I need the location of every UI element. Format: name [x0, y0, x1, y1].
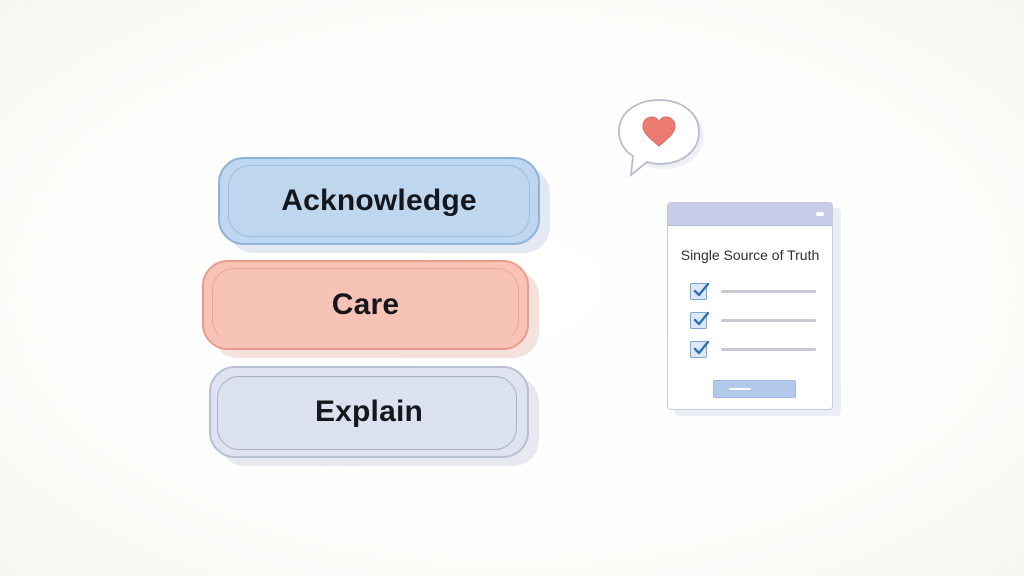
- care-label: Care: [331, 288, 400, 321]
- checklist-item: [690, 340, 820, 361]
- checkbox-checked-icon[interactable]: [690, 311, 710, 329]
- checklist-item: [690, 311, 820, 332]
- speech-bubble: [611, 96, 707, 178]
- acknowledge-button[interactable]: Acknowledge: [218, 157, 550, 253]
- checkbox-checked-icon[interactable]: [690, 340, 710, 358]
- document-panel: Single Source of Truth: [667, 202, 833, 410]
- document-submit-button[interactable]: [713, 380, 796, 398]
- checklist-item: [690, 282, 820, 303]
- window-control-icon[interactable]: [816, 212, 824, 216]
- heart-icon: [642, 116, 676, 147]
- checkbox-checked-icon[interactable]: [690, 282, 710, 300]
- document-title: Single Source of Truth: [680, 247, 820, 263]
- care-button[interactable]: Care: [202, 260, 539, 358]
- document-header-bar: [668, 203, 832, 226]
- checklist-line: [721, 348, 816, 351]
- explain-label: Explain: [314, 395, 424, 428]
- button-text-placeholder: [729, 388, 751, 390]
- checklist-line: [721, 319, 816, 322]
- speech-bubble-icon: [618, 99, 704, 178]
- explain-button[interactable]: Explain: [209, 366, 539, 466]
- acknowledge-label: Acknowledge: [281, 184, 477, 217]
- checklist-line: [721, 290, 816, 293]
